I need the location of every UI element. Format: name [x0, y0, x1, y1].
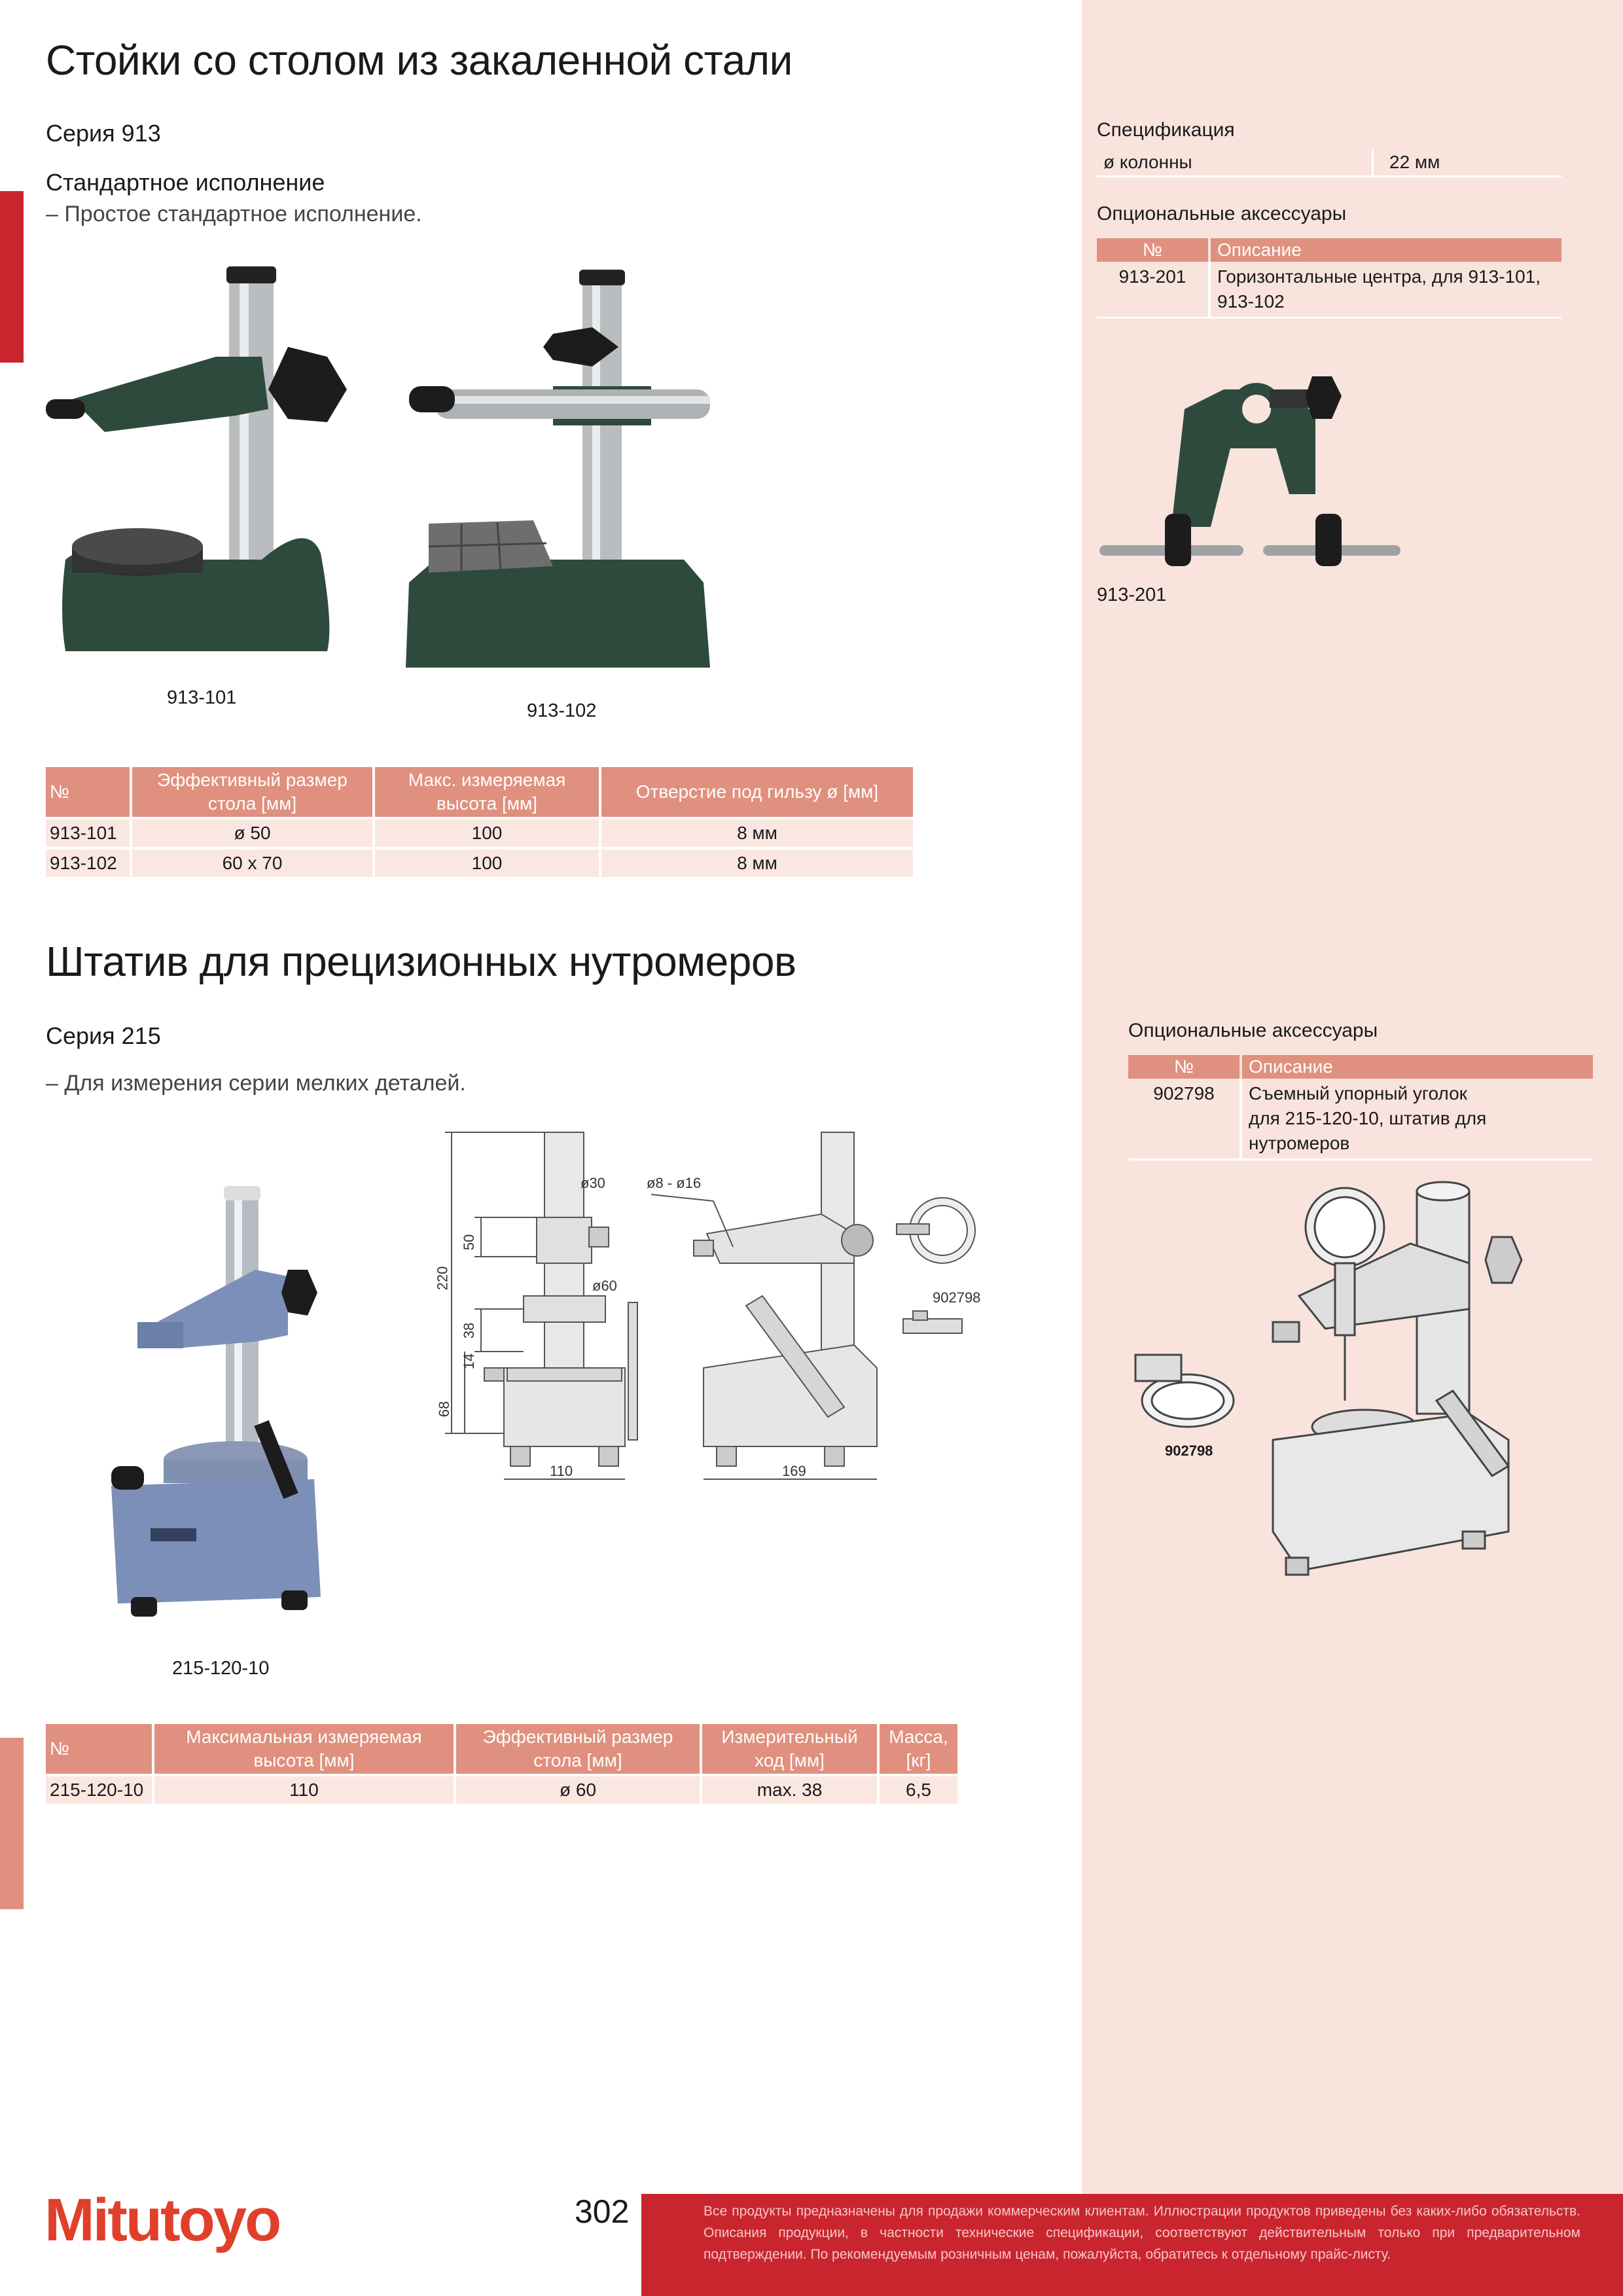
- table-cell: 8 мм: [600, 847, 913, 877]
- footer-disclaimer: Все продукты предназначены для продажи к…: [704, 2204, 1580, 2262]
- table-header: Эффективный размер стола [мм]: [131, 767, 375, 818]
- table-header: Максимальная измеряемая высота [мм]: [153, 1724, 456, 1775]
- dim-label: 169: [782, 1463, 806, 1479]
- dim-label: ø8 - ø16: [647, 1175, 702, 1191]
- section1-title: Стойки со столом из закаленной стали: [46, 37, 793, 84]
- table-row: 215-120-10 110 ø 60 max. 38 6,5: [46, 1774, 957, 1804]
- table-cell: max. 38: [701, 1774, 880, 1804]
- dim-label: 220: [434, 1266, 451, 1291]
- table-cell: 100: [374, 817, 601, 848]
- section2-spec-table: № Максимальная измеряемая высота [мм] Эф…: [46, 1724, 957, 1804]
- table-header-row: № Описание: [1097, 238, 1561, 262]
- table-header: Описание: [1209, 238, 1561, 262]
- table-header: Масса, [кг]: [878, 1724, 957, 1775]
- caption-902798: 902798: [1165, 1443, 1213, 1459]
- caption-913-102: 913-102: [527, 700, 597, 721]
- table-cell: ø 60: [455, 1774, 702, 1804]
- table-cell: 215-120-10: [46, 1774, 154, 1804]
- page-number: 302: [575, 2193, 630, 2230]
- table-header-row: № Описание: [1128, 1055, 1593, 1079]
- acc-desc-line: для 215-120-10, штатив для нутромеров: [1249, 1108, 1487, 1153]
- dim-label: 14: [461, 1353, 478, 1370]
- dim-label: 68: [436, 1401, 453, 1418]
- spec-value: 22 мм: [1372, 149, 1561, 177]
- accessories-title-2: Опциональные аксессуары: [1128, 1020, 1378, 1041]
- dim-label: 50: [461, 1234, 478, 1251]
- dim-label: 38: [461, 1322, 478, 1339]
- table-cell: ø 50: [131, 817, 375, 848]
- table-header: Эффективный размер стола [мм]: [455, 1724, 702, 1775]
- table-row: 913-201 Горизонтальные центра, для 913-1…: [1097, 262, 1561, 319]
- section-marker-salmon: [0, 1738, 24, 1909]
- product-image-913-201: [1099, 363, 1407, 579]
- table-cell: 60 x 70: [131, 847, 375, 877]
- accessories-title: Опциональные аксессуары: [1097, 203, 1347, 224]
- dim-label: 902798: [933, 1289, 981, 1306]
- product-image-913-101: [46, 259, 386, 664]
- table-header-row: № Максимальная измеряемая высота [мм] Эф…: [46, 1724, 957, 1775]
- spec-label: ø колонны: [1097, 149, 1374, 177]
- table-row: ø колонны 22 мм: [1097, 149, 1561, 177]
- table-cell: Съемный упорный уголок для 215-120-10, шт…: [1241, 1079, 1593, 1160]
- table-row: 902798 Съемный упорный уголок для 215-120…: [1128, 1079, 1593, 1160]
- table-cell: 110: [153, 1774, 456, 1804]
- table-header: Измерительный ход [мм]: [701, 1724, 880, 1775]
- technical-drawing: ø30 ø60 ø8 - ø16 220 50 38 14 68 110 169…: [425, 1122, 1014, 1489]
- product-image-913-102: [396, 262, 730, 681]
- dim-label: ø60: [592, 1278, 617, 1294]
- table-cell: 902798: [1128, 1079, 1242, 1160]
- section2-series: Серия 215: [46, 1022, 161, 1049]
- table-cell: 913-101: [46, 817, 132, 848]
- table-header: Макс. измеряемая высота [мм]: [374, 767, 601, 818]
- product-image-215-120-10: [72, 1172, 347, 1623]
- accessories-table-2: № Описание 902798 Съемный упорный уголок…: [1128, 1055, 1593, 1160]
- table-row: 913-101 ø 50 100 8 мм: [46, 817, 913, 848]
- table-cell: 6,5: [878, 1774, 957, 1804]
- section-marker-red: [0, 191, 24, 363]
- table-header: №: [46, 1724, 154, 1775]
- section1-spec-table: № Эффективный размер стола [мм] Макс. из…: [46, 767, 913, 877]
- table-header-row: № Эффективный размер стола [мм] Макс. из…: [46, 767, 913, 818]
- table-cell: 913-201: [1097, 262, 1211, 319]
- footer-band: [641, 2194, 1623, 2296]
- table-header: Описание: [1241, 1055, 1593, 1079]
- dim-label: ø30: [580, 1175, 605, 1191]
- section2-bullet: – Для измерения серии мелких деталей.: [46, 1071, 466, 1096]
- acc-desc-line: Съемный упорный уголок: [1249, 1083, 1467, 1103]
- table-header: №: [1128, 1055, 1242, 1079]
- section1-bullet: – Простое стандартное исполнение.: [46, 202, 422, 226]
- spec-table: ø колонны 22 мм: [1097, 149, 1561, 177]
- dim-label: 110: [550, 1463, 573, 1479]
- caption-913-201: 913-201: [1097, 584, 1167, 605]
- section1-subtitle: Стандартное исполнение: [46, 169, 325, 196]
- table-header: Отверстие под гильзу ø [мм]: [600, 767, 913, 818]
- spec-title: Спецификация: [1097, 119, 1235, 141]
- caption-215-120-10: 215-120-10: [172, 1658, 270, 1679]
- accessories-table: № Описание 913-201 Горизонтальные центра…: [1097, 238, 1561, 319]
- caption-913-101: 913-101: [167, 687, 237, 708]
- section2-title: Штатив для прецизионных нутромеров: [46, 938, 796, 985]
- table-header: №: [1097, 238, 1211, 262]
- table-cell: 913-102: [46, 847, 132, 877]
- table-cell: 100: [374, 847, 601, 877]
- table-cell: Горизонтальные центра, для 913-101, 913-…: [1209, 262, 1561, 319]
- section1-series: Серия 913: [46, 120, 161, 147]
- table-row: 913-102 60 x 70 100 8 мм: [46, 847, 913, 877]
- table-header: №: [46, 767, 132, 818]
- mitutoyo-logo: Mitutoyo: [45, 2187, 281, 2253]
- accessory-illustration-902798: [1129, 1165, 1535, 1584]
- table-cell: 8 мм: [600, 817, 913, 848]
